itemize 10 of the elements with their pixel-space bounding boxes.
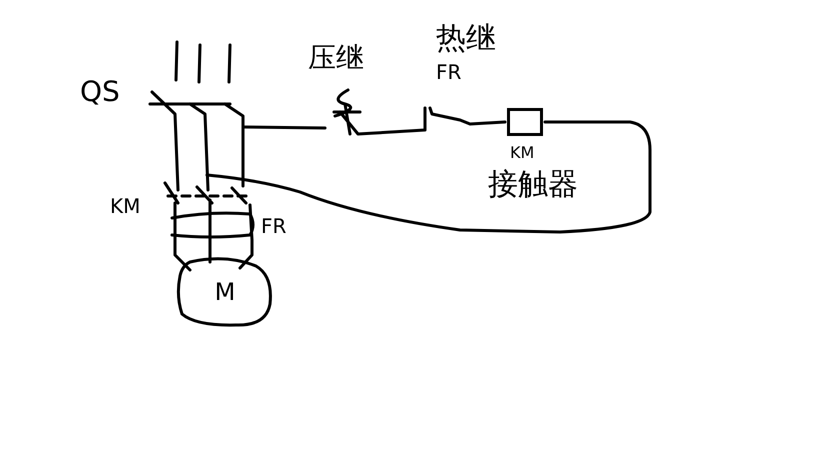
relay-label: FR [261, 216, 286, 236]
motor-label: M [214, 280, 236, 304]
relay-label: 热继 [436, 24, 496, 54]
contact-label: KM [110, 196, 140, 216]
relay-label: FR [436, 62, 462, 82]
coil-label: KM [510, 145, 534, 161]
coil-box [507, 108, 543, 136]
switch-label: QS [80, 78, 120, 106]
relay-label: 压继 [308, 44, 364, 72]
contactor-label: 接触器 [488, 170, 578, 200]
